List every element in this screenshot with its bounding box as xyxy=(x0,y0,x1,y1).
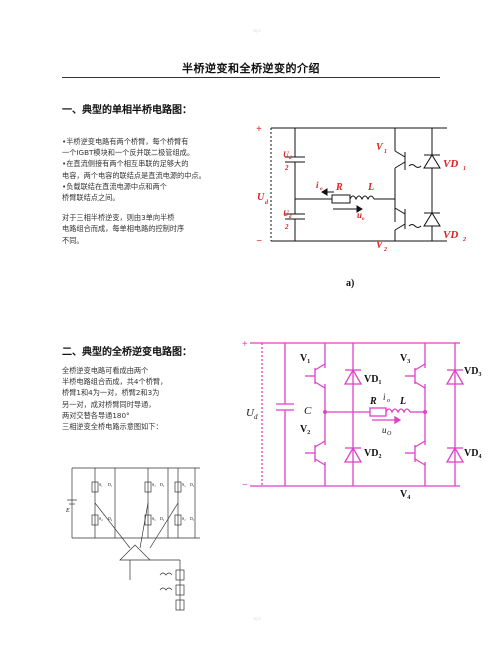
full-v3-label: V₃ xyxy=(400,353,410,364)
page-title: 半桥逆变和全桥逆变的介绍 xyxy=(182,62,320,75)
section1-line: •半桥逆变电路有两个桥臂，每个桥臂有 xyxy=(62,137,189,146)
half-minus-label: − xyxy=(256,236,262,247)
tp-d5-label: D₅ xyxy=(190,482,195,487)
tp-s2-label: S₂ xyxy=(182,516,186,521)
half-ud-top-denominator: 2 xyxy=(284,164,289,172)
full-io-label: i xyxy=(383,392,386,402)
half-v1-label: V xyxy=(376,142,384,153)
half-v1-sub: 1 xyxy=(384,149,387,155)
tp-s1-label: S₁ xyxy=(99,482,103,487)
half-ud-top-sub: d xyxy=(289,156,292,161)
section2-line: 全桥逆变电路可看成由两个 xyxy=(62,366,149,375)
section1-line2: 不同。 xyxy=(62,235,84,245)
half-bridge-caption: a) xyxy=(346,278,354,289)
tp-s5-label: S₅ xyxy=(182,482,186,487)
full-vd4-label: VD₄ xyxy=(464,448,481,459)
full-vd2-label: VD₂ xyxy=(364,448,381,459)
tp-e-label: E xyxy=(65,508,70,514)
section2-line: 两对交替各导通180° xyxy=(62,410,130,420)
half-io-sub: o xyxy=(320,187,323,192)
section1-line2: 电路组合而成，每单相电路的控制时序 xyxy=(62,224,185,234)
half-v2-label: V xyxy=(376,240,384,251)
section2-paragraph: 全桥逆变电路可看成由两个 半桥电路组合而成，共4个桥臂， 桥臂1和4为一对，桥臂… xyxy=(62,365,167,432)
section2-heading: 二、典型的全桥逆变电路图： xyxy=(62,347,192,358)
section1-line: •在直流侧接有两个相互串联的足够大的 xyxy=(62,159,189,169)
section1-paragraph: •半桥逆变电路有两个桥臂，每个桥臂有 一个IGBT模块和一个反并联二极管组成。 … xyxy=(62,136,206,246)
half-vd2-sub: 2 xyxy=(462,237,466,243)
section1-line: 电容，两个电容的联结点是直流电源的中点。 xyxy=(62,170,206,180)
half-r-label: R xyxy=(335,182,343,193)
full-vd3-label: VD₃ xyxy=(464,366,481,377)
half-io-label: i xyxy=(316,180,319,190)
tp-d1-label: D₁ xyxy=(108,482,113,487)
page-watermark-top: wps xyxy=(253,28,261,33)
half-vd2-label: VD xyxy=(443,229,458,241)
tp-d2-label: D₂ xyxy=(190,516,195,521)
full-plus-label: + xyxy=(242,339,248,350)
full-v4-label: V₄ xyxy=(400,489,410,500)
half-uo-sub: o xyxy=(362,217,365,222)
section2-line: 三相逆变全桥电路示意图如下： xyxy=(62,422,163,432)
half-plus-label: + xyxy=(256,124,262,135)
half-ud-label: U xyxy=(257,192,265,203)
section1-line2: 对于三相半桥逆变，则由3单向半桥 xyxy=(62,213,175,223)
full-uo-sub: O xyxy=(387,431,392,437)
half-ud-bottom-label: U xyxy=(283,209,290,218)
page-watermark-bottom: wps xyxy=(253,616,261,621)
tp-s4-label: S₄ xyxy=(99,516,103,521)
title-rule xyxy=(62,77,440,78)
section2-line: 另一对，成对桥臂同时导通， xyxy=(62,399,156,409)
section2-line: 桥臂1和4为一对，桥臂2和3为 xyxy=(62,388,160,398)
tp-d6-label: D₆ xyxy=(160,516,165,521)
half-ud-bottom-denominator: 2 xyxy=(284,223,289,231)
half-ud-sub: d xyxy=(265,200,269,206)
half-ud-top-label: U xyxy=(283,150,290,159)
section1-line: 一个IGBT模块和一个反并联二极管组成。 xyxy=(62,148,195,158)
full-v2-label: V₂ xyxy=(300,424,310,435)
full-l-label: L xyxy=(399,396,406,407)
half-vd1-sub: 1 xyxy=(463,166,466,172)
section1-line: •负载联结在直流电源中点和两个 xyxy=(62,181,167,191)
tp-d4-label: D₄ xyxy=(108,516,113,521)
full-v1-label: V₁ xyxy=(300,353,310,364)
tp-s6-label: S₆ xyxy=(152,516,156,521)
full-minus-label: − xyxy=(242,480,248,491)
full-ud-sub: d xyxy=(254,413,258,421)
half-l-label: L xyxy=(367,182,374,193)
full-io-sub: o xyxy=(387,398,390,404)
full-r-label: R xyxy=(369,396,377,407)
half-v2-sub: 2 xyxy=(383,247,387,253)
full-vd1-label: VD₁ xyxy=(364,374,381,385)
section1-line: 桥臂联结点之间。 xyxy=(62,193,120,203)
full-uo-label: u xyxy=(382,425,387,435)
half-vd1-label: VD xyxy=(443,158,458,170)
tp-d3-label: D₃ xyxy=(160,482,165,487)
half-uo-label: u xyxy=(357,210,362,220)
full-c-label: C xyxy=(304,405,312,417)
full-ud-label: U xyxy=(246,407,255,419)
section1-heading: 一、典型的单相半桥电路图： xyxy=(62,105,192,116)
tp-s3-label: S₃ xyxy=(152,482,156,487)
section2-line: 半桥电路组合而成，共4个桥臂， xyxy=(62,377,168,387)
half-ud-bottom-sub: d xyxy=(289,215,292,220)
